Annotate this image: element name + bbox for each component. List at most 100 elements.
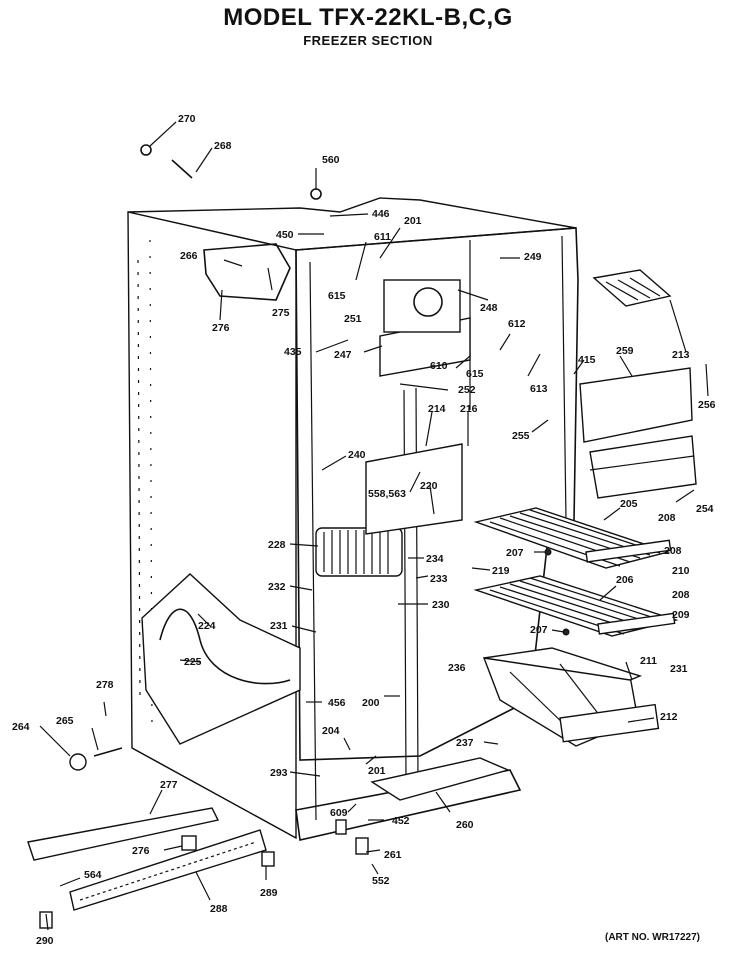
part-label: 220	[420, 480, 438, 492]
defrost-heater-plate	[365, 443, 463, 535]
part-label: 205	[620, 498, 638, 510]
part-label: 615	[328, 290, 346, 302]
part-label: 252	[458, 384, 476, 396]
part-label: 231	[270, 620, 288, 632]
screw-270	[140, 144, 152, 156]
evaporator-coils	[315, 527, 403, 577]
part-label: 208	[658, 512, 676, 524]
part-label: 290	[36, 935, 54, 947]
part-label: 231	[670, 663, 688, 675]
part-label: 270	[178, 113, 196, 125]
part-label: 230	[432, 599, 450, 611]
part-labels: 270 268 560 446 450 201 611 266 275 276 …	[12, 113, 716, 947]
door-bin-top	[579, 367, 693, 443]
part-label: 219	[492, 565, 510, 577]
part-label: 615	[466, 368, 484, 380]
part-label: 256	[698, 399, 716, 411]
part-label: 435	[284, 346, 302, 358]
clip-289	[261, 851, 275, 867]
part-label: 236	[448, 662, 466, 674]
part-label: 268	[214, 140, 232, 152]
clip-290	[39, 911, 53, 929]
part-label: 234	[426, 553, 444, 565]
part-label: 261	[384, 849, 402, 861]
part-label: 456	[328, 697, 346, 709]
freezer-basket	[482, 647, 660, 747]
part-label: 209	[672, 609, 690, 621]
hinge-609	[335, 819, 347, 835]
part-label: 260	[456, 819, 474, 831]
part-label: 208	[664, 545, 682, 557]
part-label: 207	[530, 624, 548, 636]
part-label: 450	[276, 229, 294, 241]
part-label: 452	[392, 815, 410, 827]
screw-560	[310, 188, 322, 200]
part-label: 237	[456, 737, 474, 749]
part-label: 560	[322, 154, 340, 166]
part-label: 247	[334, 349, 352, 361]
part-label: 259	[616, 345, 634, 357]
part-label: 207	[506, 547, 524, 559]
base-rail	[27, 807, 220, 861]
part-label: 612	[508, 318, 526, 330]
part-label: 613	[530, 383, 548, 395]
section-subtitle: FREEZER SECTION	[303, 33, 433, 48]
part-label: 201	[368, 765, 386, 777]
part-label: 446	[372, 208, 390, 220]
part-label: 233	[430, 573, 448, 585]
part-label: 248	[480, 302, 498, 314]
part-label: 254	[696, 503, 714, 515]
part-label: 275	[272, 307, 290, 319]
axle-265	[93, 747, 123, 757]
part-label: 224	[198, 620, 216, 632]
part-label: 558,563	[368, 488, 406, 500]
part-label: 288	[210, 903, 228, 915]
part-label: 276	[132, 845, 150, 857]
part-label: 201	[404, 215, 422, 227]
part-label: 266	[180, 250, 198, 262]
ice-tray	[592, 269, 672, 307]
part-label: 289	[260, 887, 278, 899]
part-label: 206	[616, 574, 634, 586]
fan-motor	[413, 287, 443, 317]
door-liner-gasket	[141, 573, 301, 745]
part-label: 276	[212, 322, 230, 334]
hinge-261	[355, 837, 369, 855]
part-label: 216	[460, 403, 478, 415]
part-label: 212	[660, 711, 678, 723]
art-number: (ART NO. WR17227)	[604, 932, 700, 943]
part-label: 293	[270, 767, 288, 779]
part-label: 249	[524, 251, 542, 263]
part-label: 225	[184, 656, 202, 668]
part-label: 213	[672, 349, 690, 361]
part-label: 251	[344, 313, 362, 325]
part-label: 415	[578, 354, 596, 366]
part-label: 211	[640, 655, 657, 667]
shelf-front-trim-lower	[597, 612, 676, 635]
part-label: 609	[330, 807, 348, 819]
part-label: 278	[96, 679, 114, 691]
part-label: 610	[430, 360, 448, 372]
light-shield	[203, 243, 291, 301]
part-label: 200	[362, 697, 380, 709]
part-label: 208	[672, 589, 690, 601]
part-label: 255	[512, 430, 530, 442]
part-label: 240	[348, 449, 366, 461]
part-label: 204	[322, 725, 340, 737]
rod-268	[171, 159, 193, 179]
control-bracket	[370, 757, 511, 801]
leader-lines	[39, 121, 709, 931]
part-label: 552	[372, 875, 390, 887]
part-label: 264	[12, 721, 30, 733]
shelf-front-trim-upper	[585, 539, 672, 563]
part-label: 277	[160, 779, 178, 791]
fan-motor-bracket	[383, 279, 461, 333]
part-label: 265	[56, 715, 74, 727]
part-label: 232	[268, 581, 286, 593]
part-label: 611	[374, 231, 391, 243]
upper-wire-shelf	[473, 507, 671, 569]
door-bin-front	[589, 435, 697, 499]
bracket-276b	[181, 835, 197, 851]
